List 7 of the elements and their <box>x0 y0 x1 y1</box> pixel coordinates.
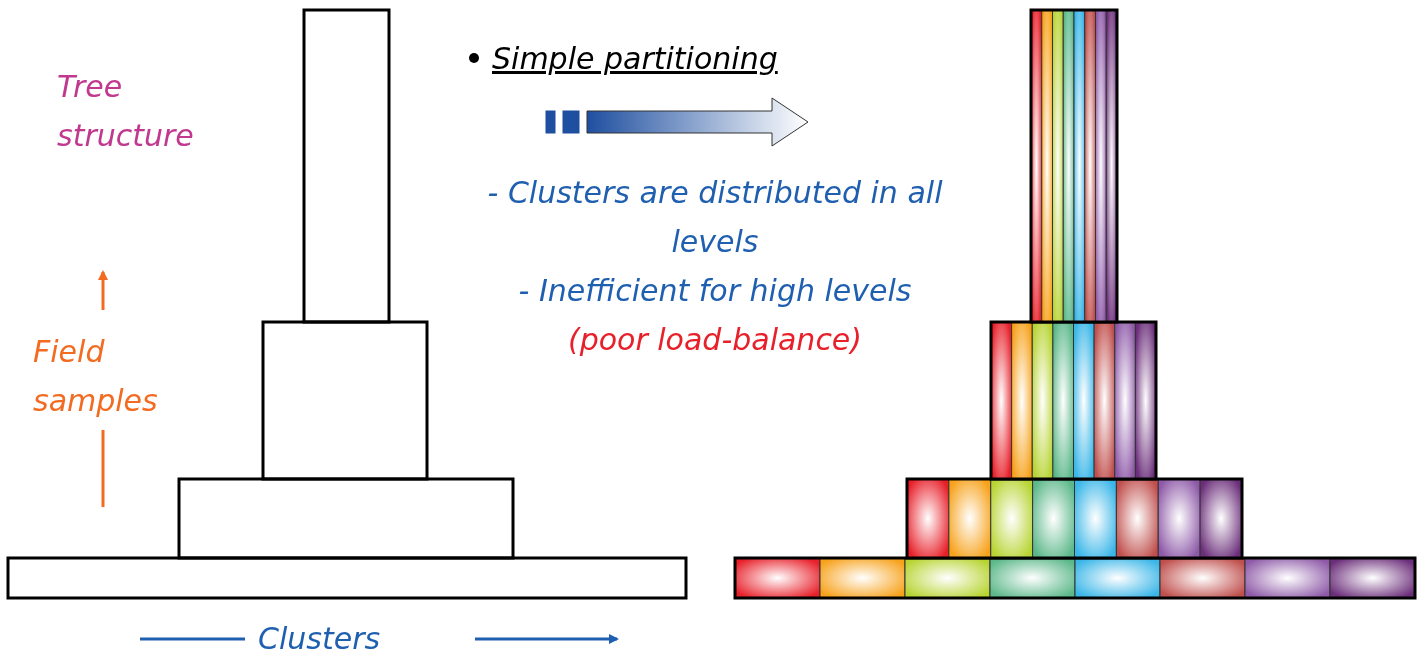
heading-text: Simple partitioning <box>492 40 779 78</box>
note-text: - Inefficient for high levels <box>517 272 913 310</box>
axis-label: Field samples <box>33 333 159 420</box>
axis-label: Clusters <box>258 620 382 657</box>
note-text: - Clusters are distributed in all levels <box>486 174 944 261</box>
note-text: (poor load-balance) <box>566 321 864 359</box>
heading-text: Tree structure <box>57 68 195 155</box>
